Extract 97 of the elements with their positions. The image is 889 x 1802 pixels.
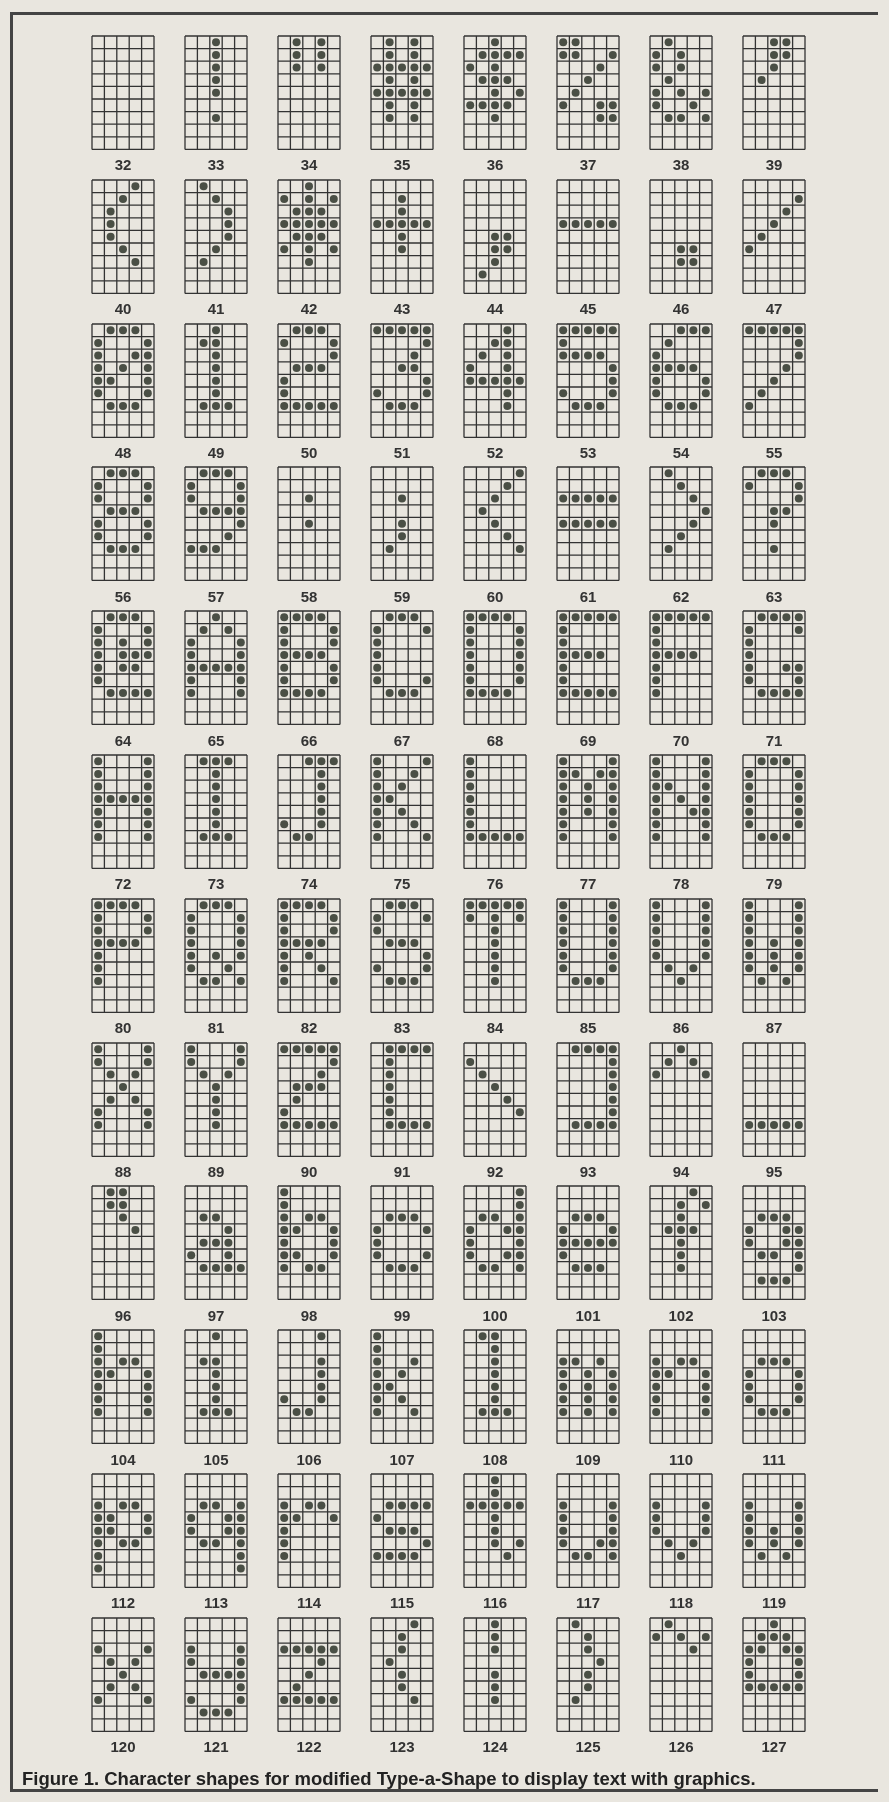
- character-code: 104: [109, 1450, 137, 1468]
- character-code: 81: [206, 1019, 226, 1037]
- character-code: 42: [299, 300, 319, 318]
- character-code: 105: [202, 1450, 230, 1468]
- character-code: 99: [392, 1306, 412, 1324]
- character-code: 38: [671, 156, 691, 174]
- character-code: 85: [578, 1019, 598, 1037]
- character-code: 82: [299, 1019, 319, 1037]
- character-code: 59: [392, 587, 412, 605]
- character-code: 60: [485, 587, 505, 605]
- character-code: 68: [485, 731, 505, 749]
- character-code: 87: [764, 1019, 784, 1037]
- character-code: 50: [299, 444, 319, 461]
- character-code: 35: [392, 156, 412, 174]
- character-code: 47: [764, 300, 784, 318]
- character-code: 94: [671, 1163, 691, 1180]
- character-code: 33: [206, 156, 226, 174]
- character-code: 45: [578, 300, 598, 318]
- character-code: 69: [578, 731, 598, 749]
- character-code: 48: [113, 444, 133, 461]
- character-code: 112: [109, 1594, 137, 1612]
- character-code: 40: [113, 300, 133, 318]
- character-code: 74: [299, 875, 319, 893]
- character-code: 120: [109, 1738, 137, 1756]
- character-code: 96: [113, 1306, 133, 1324]
- character-code: 39: [764, 156, 784, 174]
- character-code: 83: [392, 1019, 412, 1037]
- character-code: 70: [671, 731, 691, 749]
- character-code: 61: [578, 587, 598, 605]
- character-code: 43: [392, 300, 412, 318]
- character-code: 90: [299, 1163, 319, 1180]
- character-code: 72: [113, 875, 133, 893]
- character-code: 108: [481, 1450, 509, 1468]
- character-code: 84: [485, 1019, 505, 1037]
- character-code: 89: [206, 1163, 226, 1180]
- character-code: 64: [113, 731, 133, 749]
- character-code: 123: [388, 1738, 416, 1756]
- character-code: 55: [764, 444, 784, 461]
- character-code: 44: [485, 300, 505, 318]
- character-code: 101: [574, 1306, 602, 1324]
- character-code: 106: [295, 1450, 323, 1468]
- character-code: 73: [206, 875, 226, 893]
- character-code: 115: [388, 1594, 416, 1612]
- figure-caption: Figure 1. Character shapes for modified Type-a-Shape to display text with graphics.: [22, 1768, 756, 1790]
- character-code: 121: [202, 1738, 230, 1756]
- character-code: 100: [481, 1306, 509, 1324]
- character-code: 77: [578, 875, 598, 893]
- character-code: 41: [206, 300, 226, 318]
- character-code: 86: [671, 1019, 691, 1037]
- character-code: 51: [392, 444, 412, 461]
- character-code: 62: [671, 587, 691, 605]
- character-code: 98: [299, 1306, 319, 1324]
- character-code: 103: [760, 1306, 788, 1324]
- character-code: 71: [764, 731, 784, 749]
- character-code: 119: [760, 1594, 788, 1612]
- character-code: 109: [574, 1450, 602, 1468]
- character-code: 49: [206, 444, 226, 461]
- character-code: 122: [295, 1738, 323, 1756]
- character-code: 65: [206, 731, 226, 749]
- character-code: 110: [667, 1450, 695, 1468]
- character-code: 111: [761, 1450, 787, 1468]
- character-code: 97: [206, 1306, 226, 1324]
- character-code: 93: [578, 1163, 598, 1180]
- character-code: 118: [667, 1594, 695, 1612]
- character-code: 102: [667, 1306, 695, 1324]
- character-code: 78: [671, 875, 691, 893]
- character-code: 58: [299, 587, 319, 605]
- character-code: 114: [295, 1594, 323, 1612]
- character-code: 56: [113, 587, 133, 605]
- character-code: 57: [206, 587, 226, 605]
- character-code: 124: [481, 1738, 509, 1756]
- character-code: 36: [485, 156, 505, 174]
- character-code: 52: [485, 444, 505, 461]
- character-code: 95: [764, 1163, 784, 1180]
- character-code: 53: [578, 444, 598, 461]
- character-code: 92: [485, 1163, 505, 1180]
- character-code: 66: [299, 731, 319, 749]
- character-code: 91: [392, 1163, 412, 1180]
- character-code: 79: [764, 875, 784, 893]
- character-code: 54: [671, 444, 691, 461]
- character-code: 32: [113, 156, 133, 174]
- character-code: 37: [578, 156, 598, 174]
- character-code: 76: [485, 875, 505, 893]
- character-code: 125: [574, 1738, 602, 1756]
- character-code: 116: [481, 1594, 509, 1612]
- character-code: 107: [388, 1450, 416, 1468]
- character-code: 88: [113, 1163, 133, 1180]
- character-code: 126: [667, 1738, 695, 1756]
- character-code: 75: [392, 875, 412, 893]
- character-code: 46: [671, 300, 691, 318]
- character-code: 67: [392, 731, 412, 749]
- character-code: 80: [113, 1019, 133, 1037]
- character-code: 34: [299, 156, 319, 174]
- character-code: 127: [760, 1738, 788, 1756]
- character-code: 63: [764, 587, 784, 605]
- character-code: 113: [202, 1594, 230, 1612]
- character-code: 117: [574, 1594, 602, 1612]
